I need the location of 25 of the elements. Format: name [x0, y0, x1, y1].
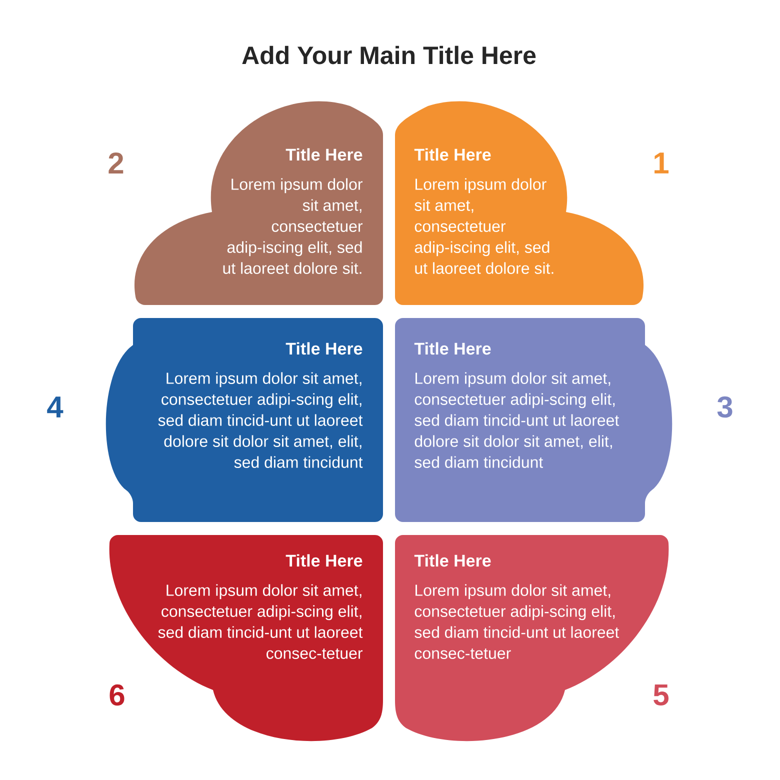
- body-text: Lorem ipsum dolor sit amet, consectetuer adip-iscing elit, sed ut laoreet dolore sit.: [223, 178, 363, 274]
- number-label: 1: [654, 152, 669, 174]
- main-title: Add Your Main Title Here: [242, 46, 536, 64]
- number-label: 4: [47, 396, 64, 418]
- body-text: Lorem ipsum dolor sit amet, consectetuer adipi-scing elit, sed diam tincid-unt ut laoreet consec-tetuer: [158, 584, 363, 659]
- heading: Title Here: [286, 554, 362, 567]
- body-text: Lorem ipsum dolor sit amet, consectetuer adipi-scing elit, sed diam tincid-unt ut laoreet dolore sit dolor sit amet, elit, sed diam tincidunt: [158, 372, 363, 468]
- brain-lobe: [106, 318, 383, 522]
- brain-lobe: [395, 535, 668, 742]
- heading: Title Here: [286, 342, 362, 355]
- heading: Title Here: [414, 342, 491, 355]
- number-label: 2: [108, 152, 124, 174]
- heading: Title Here: [286, 148, 362, 161]
- body-text: Lorem ipsum dolor sit amet, consectetuer adipi-scing elit, sed diam tincid-unt ut laoreet dolore sit dolor sit amet, elit, sed diam tincidunt: [414, 372, 620, 468]
- heading: Title Here: [414, 554, 491, 567]
- number-label: 3: [717, 396, 732, 418]
- brain-lobe: [395, 318, 672, 522]
- number-label: 6: [110, 684, 124, 706]
- brain-lobe: [395, 101, 644, 305]
- body-text: Lorem ipsum dolor sit amet, consectetuer adipi-scing elit, sed diam tincid-unt ut laoreet consec-tetuer: [414, 584, 620, 659]
- body-text: Lorem ipsum dolor sit amet, consectetuer adip-iscing elit, sed ut laoreet dolore sit.: [414, 178, 554, 274]
- brain-lobe: [110, 535, 383, 742]
- heading: Title Here: [414, 148, 491, 161]
- number-label: 5: [654, 684, 669, 706]
- brain-lobe: [134, 101, 383, 305]
